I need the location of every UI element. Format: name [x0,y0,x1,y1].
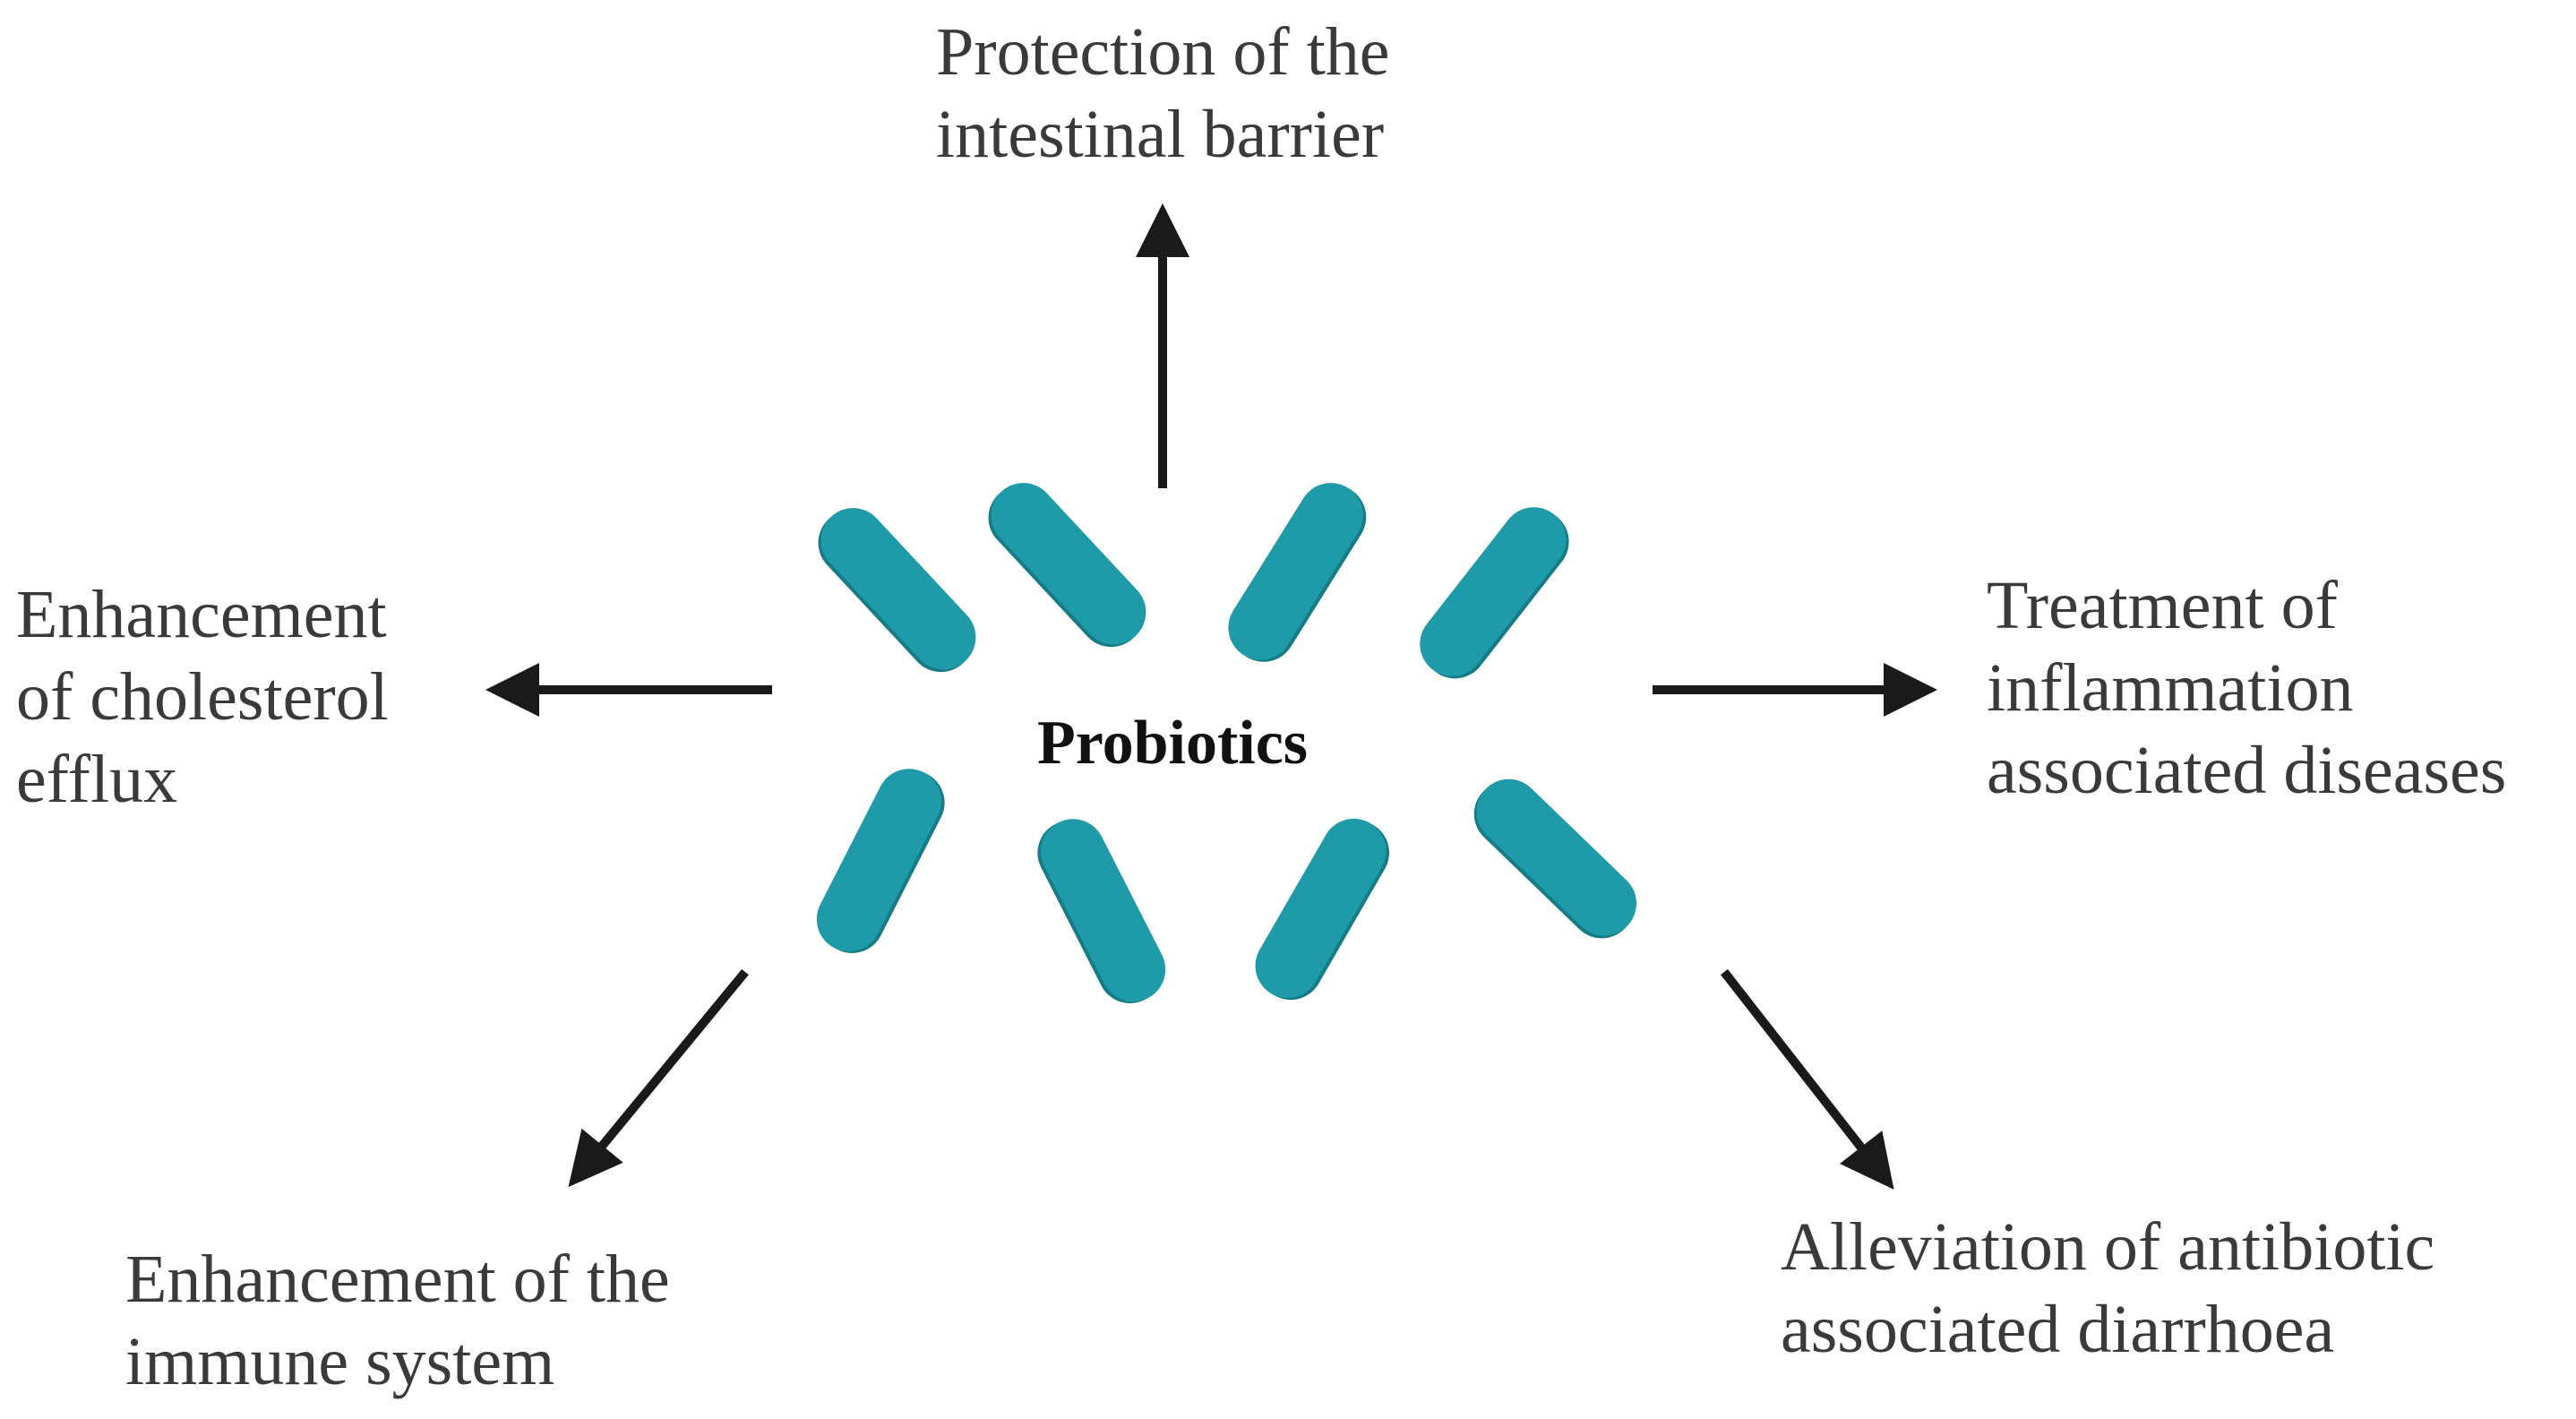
arrows [485,203,1937,1190]
label-protection-intestinal-barrier: Protection of the intestinal barrier [936,11,1390,176]
label-line: efflux [16,742,178,817]
label-immune-system: Enhancement of the immune system [125,1238,670,1403]
center-label-probiotics: Probiotics [1037,709,1309,778]
label-line: associated diseases [1987,733,2507,808]
label-line: Treatment of [1987,568,2338,643]
bacterium-icon [816,769,945,953]
bacterium-icon [818,508,976,673]
label-line: inflammation [1987,650,2354,726]
label-line: of cholesterol [16,659,389,735]
bacteria-cluster [816,483,1637,1003]
label-line: Enhancement of the [125,1242,670,1317]
bacterium-icon [988,483,1146,648]
bacterium-icon [1255,818,1389,1001]
arrow-down-left [568,968,749,1188]
bacterium-icon [1420,507,1569,679]
label-line: Protection of the [936,14,1390,90]
arrow-down-right [1721,968,1894,1190]
bacterium-icon [1473,778,1637,939]
label-line: intestinal barrier [936,97,1385,172]
label-line: Alleviation of antibiotic [1781,1209,2435,1285]
label-line: immune system [125,1324,555,1399]
label-antibiotic-diarrhoea: Alleviation of antibiotic associated dia… [1781,1206,2434,1371]
label-line: associated diarrhoea [1781,1292,2335,1367]
label-inflammation-diseases: Treatment of inflammation associated dis… [1987,564,2506,812]
label-cholesterol-efflux: Enhancement of cholesterol efflux [16,573,389,821]
label-line: Enhancement [16,577,387,652]
bacterium-icon [1037,819,1166,1003]
bacterium-icon [1228,483,1367,662]
